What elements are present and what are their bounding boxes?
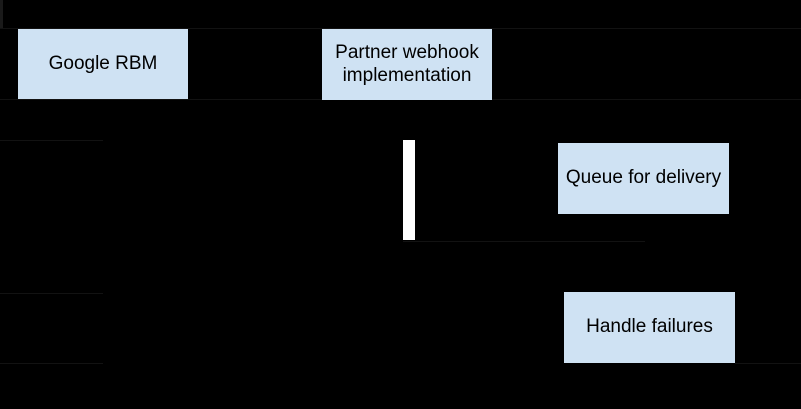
faint-return-line xyxy=(403,241,645,242)
faint-message-line xyxy=(0,293,103,294)
faint-message-line xyxy=(735,363,801,364)
participant-box-partner-webhook: Partner webhook implementation xyxy=(322,29,492,100)
participant-label-google-rbm: Google RBM xyxy=(48,52,158,74)
note-label-handle-failures: Handle failures xyxy=(586,316,713,338)
participant-label-partner-webhook: Partner webhook implementation xyxy=(335,41,479,86)
participant-box-google-rbm: Google RBM xyxy=(18,29,188,99)
frame-edge-sliver xyxy=(0,0,3,28)
faint-message-line xyxy=(0,363,103,364)
activation-bar xyxy=(403,140,415,240)
note-box-queue-for-delivery: Queue for delivery xyxy=(558,143,729,214)
participant-row-top-line xyxy=(0,28,801,29)
faint-message-line xyxy=(0,140,103,141)
note-box-handle-failures: Handle failures xyxy=(564,292,735,363)
note-label-queue-for-delivery: Queue for delivery xyxy=(565,167,722,189)
